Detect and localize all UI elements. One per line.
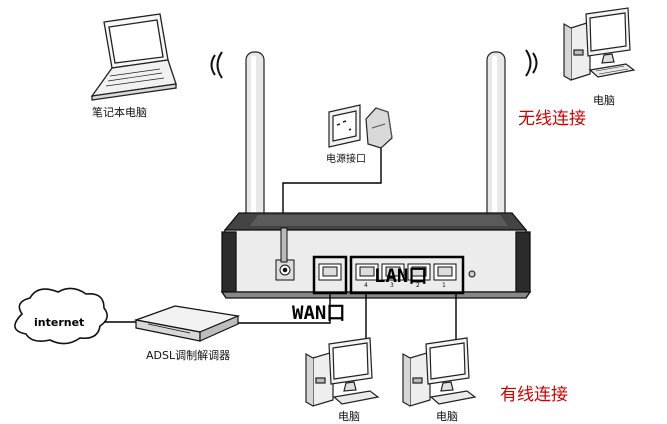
wired-label: 有线连接 — [500, 385, 568, 405]
wireless-label: 无线连接 — [518, 109, 586, 129]
laptop-label: 笔记本电脑 — [92, 106, 147, 119]
antenna-right — [486, 51, 506, 228]
power-jack — [275, 259, 295, 281]
desktop-pc-icon — [563, 7, 636, 81]
pc-label-bottom-left: 电脑 — [338, 410, 360, 423]
cloud-icon — [14, 287, 108, 345]
power-plug — [280, 227, 288, 263]
desktop-pc-icon — [402, 337, 477, 407]
modem-label: ADSL调制解调器 — [146, 349, 231, 362]
lan-ports — [355, 263, 457, 281]
desktop-pc-icon — [305, 337, 380, 407]
lan-port-number: 3 — [390, 282, 394, 289]
laptop-icon — [90, 13, 177, 101]
lan-port-number: 2 — [416, 282, 420, 289]
lan-port-number: 1 — [442, 282, 446, 289]
pc-label-bottom-right: 电脑 — [436, 410, 458, 423]
lan-highlight-box — [349, 255, 465, 295]
wan-port-label: WAN口 — [292, 302, 346, 324]
modem-icon — [133, 305, 241, 342]
wan-cable — [238, 293, 331, 324]
wan-port — [318, 263, 342, 281]
internet-label: internet — [34, 316, 85, 329]
power-adapter-icon — [328, 104, 393, 149]
power-outlet-label: 电源接口 — [326, 154, 366, 165]
lan-port-label: LAN口 — [374, 265, 428, 287]
wireless-signal-icon — [525, 49, 538, 77]
power-cable — [282, 148, 382, 233]
antenna-left — [245, 51, 265, 228]
pc-label-top-right: 电脑 — [593, 94, 615, 107]
reset-button — [468, 270, 476, 278]
lan-port-number: 4 — [364, 282, 368, 289]
wireless-signal-icon — [210, 51, 223, 79]
